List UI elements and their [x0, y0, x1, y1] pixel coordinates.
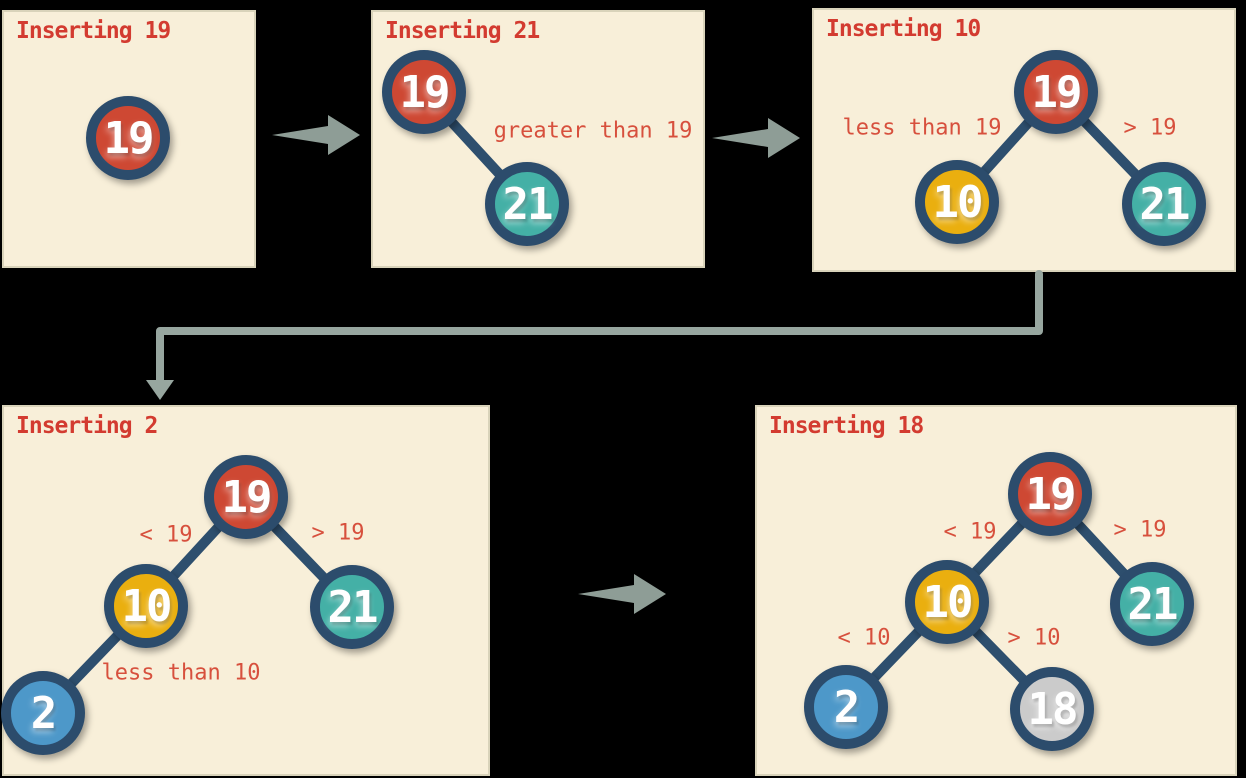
edge-label: greater than 19 [493, 118, 693, 144]
edge-label: < 19 [139, 522, 193, 548]
tree-node-10: 10 [915, 160, 999, 244]
tree-node-21: 21 [1122, 162, 1206, 246]
arrow-right-icon [578, 574, 666, 614]
panel-inserting-10: 19 10 21 less than 19 > 19 Inserting 10 [812, 8, 1236, 272]
tree-node-19: 19 [86, 96, 170, 180]
arrow-right-icon [272, 115, 360, 155]
arrow-right-icon [712, 118, 800, 158]
panel-title: Inserting 18 [769, 413, 924, 439]
edge-label: less than 19 [842, 115, 1002, 141]
tree-node-19: 19 [1008, 452, 1092, 536]
tree-node-21: 21 [310, 565, 394, 649]
edge-label: < 10 [837, 625, 891, 651]
edge-label: > 19 [1123, 115, 1177, 141]
panel-inserting-18: 19 10 21 2 18 < 19 > 19 < 10 > 10 Insert… [755, 405, 1237, 776]
tree-node-18: 18 [1010, 667, 1094, 751]
panel-title: Inserting 2 [16, 413, 158, 439]
tree-node-2: 2 [1, 671, 85, 755]
edge-label: less than 10 [101, 660, 261, 686]
edge-label: < 19 [943, 519, 997, 545]
tree-node-19: 19 [1014, 50, 1098, 134]
tree-node-19: 19 [382, 50, 466, 134]
tree-node-10: 10 [104, 564, 188, 648]
panel-inserting-2: 19 10 21 2 < 19 > 19 less than 10 Insert… [1, 405, 490, 776]
tree-node-2: 2 [804, 665, 888, 749]
tree-node-21: 21 [1110, 562, 1194, 646]
tree-node-10: 10 [905, 560, 989, 644]
panel-title: Inserting 21 [385, 18, 540, 44]
edge-label: > 19 [1113, 517, 1167, 543]
panel-title: Inserting 19 [16, 18, 171, 44]
tree-node-21: 21 [485, 162, 569, 246]
panel-title: Inserting 10 [826, 16, 981, 42]
edge-label: > 10 [1007, 625, 1061, 651]
edge-label: > 19 [311, 520, 365, 546]
tree-node-19: 19 [204, 455, 288, 539]
panel-inserting-21: 19 21 greater than 19 Inserting 21 [371, 10, 705, 268]
elbow-arrow-down-left-icon [146, 270, 1043, 400]
panel-inserting-19: Inserting 19 19 [2, 10, 256, 268]
